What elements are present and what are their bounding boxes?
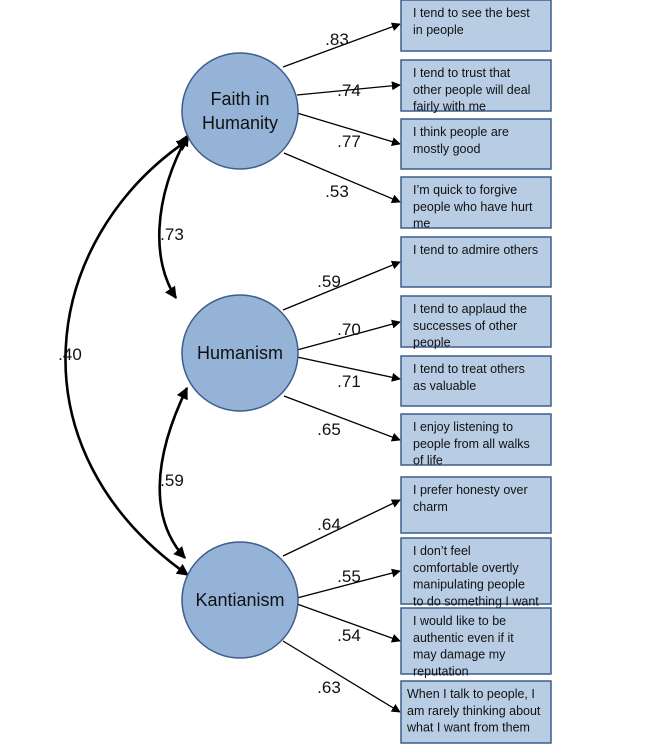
loading-arrow xyxy=(296,81,401,96)
correlation-label-faith-humanism: .73 xyxy=(160,225,184,244)
item-text-line: reputation xyxy=(413,664,469,678)
item-text-line: fairly with me xyxy=(413,100,486,114)
item-text-line: of life xyxy=(413,454,443,468)
item-text-line: me xyxy=(413,217,430,231)
item-box-rect xyxy=(400,176,552,229)
item-text-line: am rarely thinking about xyxy=(407,704,541,718)
loading-label: .74 xyxy=(337,81,361,100)
factor-circle xyxy=(181,52,299,170)
indicator-item-box: I tend to admire others xyxy=(400,236,552,288)
item-box-rect xyxy=(400,607,552,675)
item-text-line: I tend to treat others xyxy=(413,362,525,376)
loading-arrow xyxy=(282,260,401,311)
loading-arrow xyxy=(282,499,401,557)
item-text-line: When I talk to people, I xyxy=(407,687,535,701)
item-text-line: may damage my xyxy=(413,648,506,662)
item-text-line: I think people are xyxy=(413,125,509,139)
item-text-line: I tend to applaud the xyxy=(413,302,527,316)
indicator-item-box: I tend to trust that other people will de… xyxy=(400,59,552,114)
indicator-item-box: I tend to treat others as valuable xyxy=(400,355,552,407)
item-text-line: in people xyxy=(413,23,464,37)
indicator-item-box: I tend to applaud the successes of other p… xyxy=(400,295,552,350)
item-text-line: to do something I want xyxy=(413,594,539,608)
loading-arrow xyxy=(296,356,401,382)
loading-arrow xyxy=(296,112,401,146)
loading-arrow xyxy=(283,152,401,203)
loading-label: .70 xyxy=(337,320,361,339)
item-text-line: charm xyxy=(413,500,448,514)
item-box-rect xyxy=(400,355,552,407)
factor-label: Humanism xyxy=(197,343,283,363)
indicator-item-box: I don’t feel comfortable overtly manipulat… xyxy=(400,537,552,608)
item-box-rect xyxy=(400,0,552,52)
item-box-rect xyxy=(400,118,552,170)
item-text-line: I don’t feel xyxy=(413,544,471,558)
correlation-label-faith-kantianism: .40 xyxy=(58,345,82,364)
item-text-line: I tend to trust that xyxy=(413,66,511,80)
factor-node-humanism: Humanism xyxy=(181,294,299,412)
item-box-rect xyxy=(400,537,552,605)
loading-arrow xyxy=(296,568,401,599)
loading-label: .55 xyxy=(337,567,361,586)
item-box-rect xyxy=(400,59,552,112)
loading-label: .83 xyxy=(325,30,349,49)
item-text-line: manipulating people xyxy=(413,578,525,592)
item-text-line: I tend to see the best xyxy=(413,6,530,20)
loading-arrow xyxy=(282,640,401,713)
indicator-item-box: I’m quick to forgive people who have hurt… xyxy=(400,176,552,231)
factor-node-kantianism: Kantianism xyxy=(181,541,299,659)
item-text-line: I prefer honesty over xyxy=(413,483,528,497)
correlation-arc-faith-kantianism xyxy=(64,138,189,577)
item-text-line: people who have hurt xyxy=(413,200,533,214)
loading-label: .59 xyxy=(317,272,341,291)
item-text-line: people from all walks xyxy=(413,437,530,451)
indicator-item-box: I would like to be authentic even if it ma… xyxy=(400,607,552,678)
item-text-line: I would like to be xyxy=(413,614,506,628)
loading-label: .63 xyxy=(317,678,341,697)
factor-label: Faith in xyxy=(210,89,269,109)
factor-circle xyxy=(181,294,299,412)
loading-arrow xyxy=(282,22,401,68)
item-text-line: I tend to admire others xyxy=(413,243,538,257)
item-box-rect xyxy=(400,236,552,288)
item-text-line: authentic even if it xyxy=(413,631,514,645)
item-text-line: successes of other xyxy=(413,319,517,333)
indicator-item-box: I prefer honesty over charm xyxy=(400,476,552,534)
item-text-line: I enjoy listening to xyxy=(413,420,513,434)
indicator-item-box: I enjoy listening to people from all walk… xyxy=(400,413,552,468)
factor-node-faith: Faith in Humanity xyxy=(181,52,299,170)
item-box-rect xyxy=(400,680,552,744)
indicator-item-box: I think people are mostly good xyxy=(400,118,552,170)
item-text-line: what I want from them xyxy=(406,721,530,735)
factor-circle xyxy=(181,541,299,659)
factor-label: Humanity xyxy=(202,113,278,133)
loading-arrow xyxy=(296,603,401,643)
loading-label: .77 xyxy=(337,132,361,151)
item-text-line: comfortable overtly xyxy=(413,561,519,575)
loading-label: .71 xyxy=(337,372,361,391)
factor-label: Kantianism xyxy=(195,590,284,610)
item-box-rect xyxy=(400,413,552,466)
loading-arrow xyxy=(296,319,401,351)
loading-arrow xyxy=(283,395,401,442)
correlation-label-humanism-kantianism: .59 xyxy=(160,471,184,490)
item-box-rect xyxy=(400,295,552,348)
indicator-item-box: I tend to see the best in people xyxy=(400,0,552,52)
item-text-line: people xyxy=(413,336,451,350)
item-text-line: I’m quick to forgive xyxy=(413,183,517,197)
loading-label: .53 xyxy=(325,182,349,201)
item-text-line: as valuable xyxy=(413,379,476,393)
loading-label: .64 xyxy=(317,515,341,534)
item-text-line: other people will deal xyxy=(413,83,530,97)
item-box-rect xyxy=(400,476,552,534)
loading-label: .65 xyxy=(317,420,341,439)
item-text-line: mostly good xyxy=(413,142,480,156)
indicator-item-box: When I talk to people, I am rarely thinki… xyxy=(400,680,552,744)
loading-label: .54 xyxy=(337,626,361,645)
